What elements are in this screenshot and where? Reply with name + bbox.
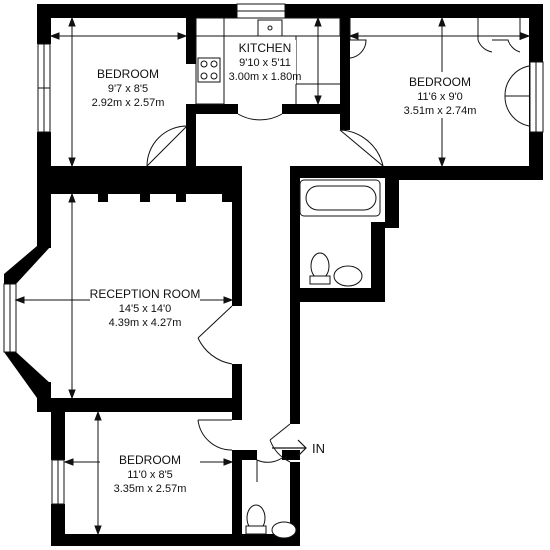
door-wc: [256, 457, 283, 482]
toilet-bathroom: [310, 252, 330, 280]
room-label-bedroom3: BEDROOM 11'0 x 8'5 3.35m x 2.57m: [100, 450, 200, 496]
wall-reception-left-upper: [37, 166, 51, 248]
bedroom2-metric: 3.51m x 2.74m: [404, 105, 477, 117]
door-kitchen: [237, 113, 283, 121]
room-label-kitchen: KITCHEN 9'10 x 5'11 3.00m x 1.80m: [229, 40, 302, 84]
wall-bathroom-right-lower: [371, 222, 385, 300]
pillar-4: [222, 180, 232, 202]
wall-bedroom3-left-upper: [51, 398, 65, 460]
basin-bathroom: [333, 265, 363, 287]
french-doors: [504, 65, 530, 127]
reception-metric: 4.39m x 4.27m: [109, 317, 182, 329]
wall-bedroom2-bottom: [385, 166, 543, 180]
wall-reception-right: [232, 166, 242, 306]
wall-hall-right-lower: [290, 462, 300, 546]
wall-bedroom1-right: [186, 4, 196, 64]
pillar-1: [98, 180, 108, 202]
bedroom3-imperial: 11'0 x 8'5: [127, 469, 173, 481]
wall-bay-top: [4, 246, 51, 284]
wall-reception-bottom: [51, 398, 241, 412]
door-bedroom3: [197, 419, 233, 451]
wall-top-right: [285, 4, 543, 18]
bedroom1-metric: 2.92m x 2.57m: [92, 97, 165, 109]
bedroom3-name: BEDROOM: [119, 453, 181, 467]
wall-bay-bottom: [4, 352, 51, 398]
wall-reception-right-lower: [232, 364, 242, 414]
room-label-reception: RECEPTION ROOM 14'5 x 14'0 4.39m x 4.27m: [90, 286, 201, 330]
wall-bathroom-left: [290, 166, 300, 300]
bedroom3-metric: 3.35m x 2.57m: [114, 483, 187, 495]
wall-hall-right: [290, 300, 300, 424]
wall-bedroom3-right-upper: [232, 398, 242, 420]
doors: [146, 18, 530, 482]
wardrobe-door-2: [477, 18, 521, 53]
wall-bottom: [51, 534, 300, 546]
basin-wc: [271, 521, 297, 539]
hob: [197, 57, 221, 83]
reception-name: RECEPTION ROOM: [90, 287, 201, 301]
bedroom2-imperial: 11'6 x 9'0: [417, 91, 463, 103]
windows: [3, 3, 544, 505]
wall-kitchen-bottom-right: [282, 104, 344, 114]
wall-bathroom-bottom: [290, 288, 385, 302]
bedroom2-name: BEDROOM: [409, 75, 471, 89]
kitchen-metric: 3.00m x 1.80m: [229, 71, 302, 83]
wall-bedroom2-left: [340, 104, 350, 130]
wall-kitchen-bottom-left: [186, 104, 196, 180]
room-label-bedroom1: BEDROOM 9'7 x 8'5 2.92m x 2.57m: [82, 64, 182, 110]
pillar-3: [176, 180, 186, 202]
door-entrance: [269, 423, 291, 463]
walls: [4, 4, 543, 546]
kitchen-imperial: 9'10 x 5'11: [239, 57, 291, 69]
room-label-bedroom2: BEDROOM 11'6 x 9'0 3.51m x 2.74m: [392, 72, 492, 118]
wall-bathroom-right-upper: [385, 166, 399, 228]
wall-bathroom-top: [290, 166, 385, 178]
reception-imperial: 14'5 x 14'0: [119, 303, 172, 315]
wall-wc-top-right: [282, 450, 300, 460]
entrance-arrow-icon: [272, 439, 307, 457]
fixtures: [195, 17, 381, 539]
door-bedroom1: [146, 125, 188, 167]
kitchen-name: KITCHEN: [239, 41, 292, 55]
wall-bedroom3-right-lower: [232, 450, 242, 546]
entrance-label: IN: [312, 441, 325, 456]
pillar-2: [140, 180, 150, 202]
bedroom1-name: BEDROOM: [97, 67, 159, 81]
wall-wc-top: [232, 450, 257, 460]
wardrobe-door-1: [349, 18, 367, 59]
bedroom1-imperial: 9'7 x 8'5: [108, 83, 148, 95]
wall-kitchen-bottom: [186, 104, 238, 114]
wall-left-upper: [37, 4, 51, 44]
door-reception: [197, 305, 233, 365]
wall-top-left: [37, 4, 237, 18]
door-bedroom2: [339, 129, 384, 167]
kitchen-sink: [257, 19, 283, 37]
wall-kitchen-right: [340, 4, 350, 114]
